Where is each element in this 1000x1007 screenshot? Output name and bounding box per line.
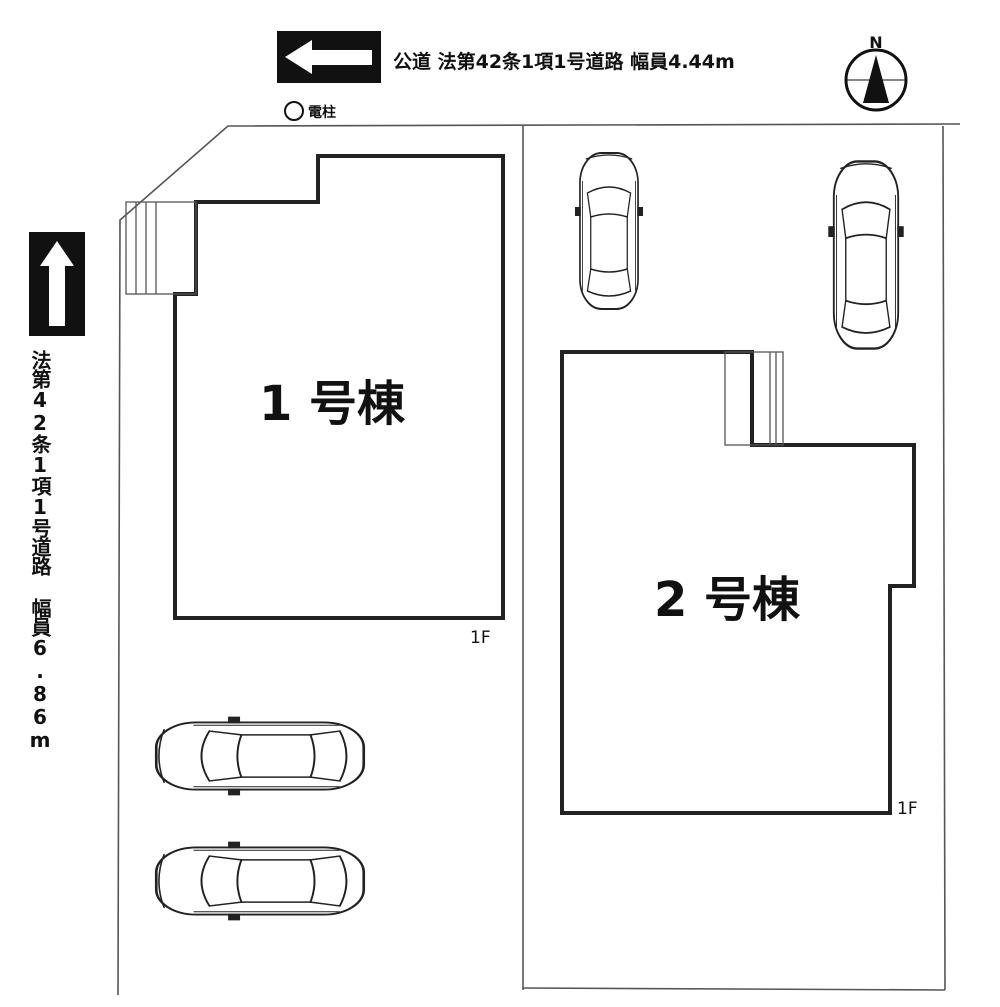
top-road-label: 公道 法第42条1項1号道路 幅員4.44m <box>393 50 735 73</box>
top-road-arrow-icon <box>277 31 381 83</box>
north-compass-icon <box>844 48 908 112</box>
site-boundary <box>117 123 961 996</box>
left-road-label: 法第42条1項1号道路 幅員6.86m <box>28 350 52 751</box>
building-1-stairs <box>125 201 197 295</box>
parked-car-icon <box>573 152 645 310</box>
building-1-floor: 1F <box>470 628 491 648</box>
parked-car-icon <box>154 840 366 922</box>
building-1-name: 1 号棟 <box>259 376 406 432</box>
utility-pole-icon <box>284 101 304 121</box>
parked-car-icon <box>154 715 366 797</box>
building-2-name: 2 号棟 <box>654 572 801 628</box>
building-2-porch <box>724 351 784 446</box>
left-road-arrow-icon <box>29 232 85 336</box>
north-label: N <box>869 33 882 52</box>
parked-car-icon <box>827 160 905 350</box>
building-2-floor: 1F <box>897 799 918 819</box>
building-2-outline <box>560 350 916 815</box>
utility-pole-label: 電柱 <box>308 104 336 121</box>
